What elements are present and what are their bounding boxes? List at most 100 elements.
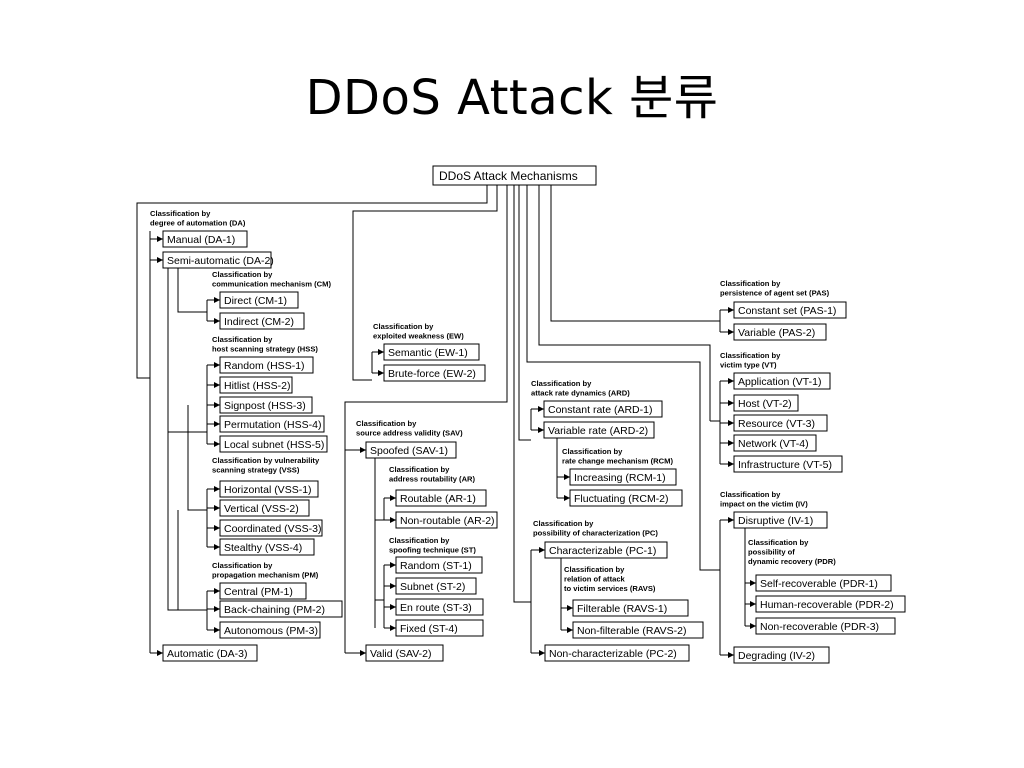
node-box [733, 394, 799, 412]
node-hss5: Local subnet (HSS-5) [219, 435, 328, 453]
label-line: attack rate dynamics (ARD) [531, 389, 630, 398]
node-label: Valid (SAV-2) [370, 648, 431, 660]
node-box [733, 511, 828, 529]
label-line: Classification by [562, 447, 623, 456]
label-line: Classification by [212, 335, 273, 344]
node-box [219, 519, 323, 537]
node-pc1: Characterizable (PC-1) [544, 541, 668, 559]
node-label: Manual (DA-1) [167, 234, 235, 246]
node-vt1: Application (VT-1) [733, 372, 831, 390]
node-label: Infrastructure (VT-5) [738, 459, 832, 471]
node-box [219, 396, 313, 414]
node-box [733, 646, 830, 664]
node-label: Autonomous (PM-3) [224, 625, 318, 637]
connector [136, 185, 488, 379]
node-vt5: Infrastructure (VT-5) [733, 455, 843, 473]
node-box [395, 489, 487, 507]
node-box [162, 230, 248, 248]
node-box [569, 489, 683, 507]
label-line: degree of automation (DA) [150, 219, 246, 228]
node-pm3: Autonomous (PM-3) [219, 621, 321, 639]
node-pm2: Back-chaining (PM-2) [219, 600, 343, 618]
node-label: Signpost (HSS-3) [224, 400, 306, 412]
node-label: Characterizable (PC-1) [549, 545, 656, 557]
label-line: source address validity (SAV) [356, 429, 463, 438]
node-st1: Random (ST-1) [395, 556, 483, 574]
node-cm1: Direct (CM-1) [219, 291, 299, 309]
node-ew1: Semantic (EW-1) [383, 343, 480, 361]
node-box [162, 251, 272, 269]
node-label: Local subnet (HSS-5) [224, 439, 324, 451]
node-box [395, 556, 483, 574]
node-label: Human-recoverable (PDR-2) [760, 599, 894, 611]
node-box [219, 435, 328, 453]
node-box [219, 538, 315, 556]
node-label: Semantic (EW-1) [388, 347, 468, 359]
node-box [733, 323, 827, 341]
node-box [219, 582, 307, 600]
node-pm1: Central (PM-1) [219, 582, 307, 600]
node-box [219, 376, 293, 394]
connector [526, 185, 720, 571]
node-label: Fixed (ST-4) [400, 623, 458, 635]
label-line: impact on the victim (IV) [720, 500, 808, 509]
node-label: Network (VT-4) [738, 438, 809, 450]
node-box [733, 301, 847, 319]
label-line: Classification by [564, 565, 625, 574]
node-hss4: Permutation (HSS-4) [219, 415, 325, 433]
node-vt4: Network (VT-4) [733, 434, 817, 452]
node-pdr2: Human-recoverable (PDR-2) [755, 595, 906, 613]
node-label: Non-characterizable (PC-2) [549, 648, 677, 660]
label-line: Classification by [212, 270, 273, 279]
node-box [162, 644, 258, 662]
node-box [543, 400, 663, 418]
node-box [569, 468, 677, 486]
label-line: scanning strategy (VSS) [212, 466, 300, 475]
node-label: Non-routable (AR-2) [400, 515, 495, 527]
node-box [544, 644, 690, 662]
node-label: Semi-automatic (DA-2) [167, 255, 274, 267]
node-box [219, 291, 299, 309]
node-iv2: Degrading (IV-2) [733, 646, 830, 664]
node-label: Non-filterable (RAVS-2) [577, 625, 687, 637]
label-line: communication mechanism (CM) [212, 280, 331, 289]
node-label: Increasing (RCM-1) [574, 472, 666, 484]
node-box [219, 312, 305, 330]
label-line: Classification by [720, 279, 781, 288]
node-box [755, 617, 896, 635]
node-ravs1: Filterable (RAVS-1) [572, 599, 689, 617]
node-box [544, 541, 668, 559]
node-label: Filterable (RAVS-1) [577, 603, 667, 615]
node-label: Non-recoverable (PDR-3) [760, 621, 879, 633]
label-line: relation of attack [564, 575, 626, 584]
node-da2: Semi-automatic (DA-2) [162, 251, 274, 269]
node-box [733, 455, 843, 473]
node-box [572, 621, 704, 639]
connector [550, 185, 720, 322]
node-ew2: Brute-force (EW-2) [383, 364, 486, 382]
node-label: Central (PM-1) [224, 586, 293, 598]
label-line: propagation mechanism (PM) [212, 571, 319, 580]
node-box [733, 372, 831, 390]
connector [177, 268, 207, 313]
node-box [755, 574, 892, 592]
node-vt3: Resource (VT-3) [733, 414, 828, 432]
node-box [219, 621, 321, 639]
label-line: persistence of agent set (PAS) [720, 289, 830, 298]
node-label: En route (ST-3) [400, 602, 472, 614]
node-label: Horizontal (VSS-1) [224, 484, 312, 496]
node-label: Degrading (IV-2) [738, 650, 815, 662]
connector-lines [136, 185, 756, 658]
node-box [219, 415, 325, 433]
node-label: Random (ST-1) [400, 560, 472, 572]
node-hss3: Signpost (HSS-3) [219, 396, 313, 414]
